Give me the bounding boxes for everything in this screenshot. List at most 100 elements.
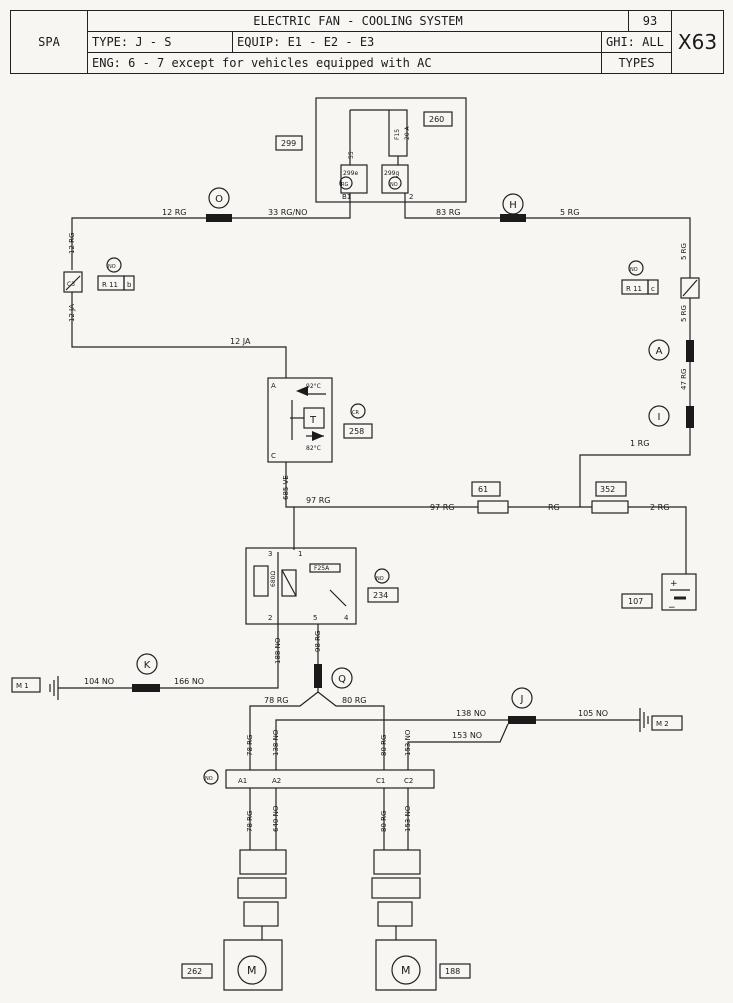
label-box-258 bbox=[343, 423, 373, 439]
label-188: 188 bbox=[445, 967, 460, 976]
label-78-rg-c: 78 RG bbox=[246, 811, 254, 832]
label-no-left: NO bbox=[108, 264, 116, 270]
motor-188-icon bbox=[391, 955, 421, 985]
relay-234 bbox=[245, 547, 357, 625]
label-no-right: NO bbox=[630, 267, 638, 273]
label-92c: 92°C bbox=[306, 383, 321, 390]
ghi-label: GHI: ALL bbox=[606, 35, 664, 49]
label-352: 352 bbox=[600, 485, 615, 494]
label-connector-j: J bbox=[520, 694, 524, 705]
types-label: TYPES bbox=[618, 56, 655, 70]
label-connector-o: O bbox=[215, 194, 223, 205]
label-82c: 82°C bbox=[306, 445, 321, 452]
arrow-right-icon bbox=[312, 431, 324, 441]
connector-o-body bbox=[206, 214, 232, 222]
label-no-relay: NO bbox=[376, 576, 384, 582]
label-640-no: 640 NO bbox=[272, 805, 280, 832]
motor-262-icon bbox=[237, 955, 267, 985]
label-motor-right: M bbox=[401, 964, 411, 977]
connector-block bbox=[225, 769, 435, 789]
label-107: 107 bbox=[628, 597, 643, 606]
label-r11b: R 11 bbox=[102, 281, 118, 289]
wire-2-rg bbox=[628, 506, 687, 574]
label-105-no: 105 NO bbox=[578, 709, 608, 718]
label-680-ohm: 680Ω bbox=[270, 571, 277, 587]
tag-no-left bbox=[106, 257, 122, 273]
wire-5-47-1-rg bbox=[579, 298, 691, 507]
wire-138-105-no bbox=[275, 719, 640, 770]
label-no-block: NO bbox=[205, 776, 213, 782]
label-connector-a: A bbox=[656, 346, 663, 357]
label-12-rg-v: 12 RG bbox=[68, 233, 76, 254]
label-wire-55: 55 bbox=[348, 151, 355, 159]
wire-685-ve bbox=[285, 462, 295, 550]
label-pin-a: A bbox=[271, 382, 276, 390]
connector-k bbox=[136, 653, 158, 675]
label-153-no-c: 153 NO bbox=[404, 805, 412, 832]
label-80-rg-a: 80 RG bbox=[342, 696, 366, 705]
label-262: 262 bbox=[187, 967, 202, 976]
label-c3: C3 bbox=[67, 281, 75, 288]
connector-j-body bbox=[508, 716, 536, 724]
label-80-rg-b: 80 RG bbox=[380, 735, 388, 756]
label-connector-k: K bbox=[144, 660, 151, 671]
label-a2: A2 bbox=[272, 777, 281, 785]
header-table: SPA ELECTRIC FAN - COOLING SYSTEM 93 X63… bbox=[10, 10, 724, 74]
label-pin2: 2 bbox=[409, 193, 413, 201]
label-box-262 bbox=[181, 963, 213, 979]
label-80-rg-c: 80 RG bbox=[380, 811, 388, 832]
terminal-299g-box bbox=[381, 164, 409, 194]
label-no-tag: NO bbox=[390, 182, 398, 188]
label-97-rg-b: 97 RG bbox=[430, 503, 454, 512]
label-47-rg: 47 RG bbox=[680, 369, 688, 390]
types-cell: TYPES bbox=[601, 52, 672, 74]
label-relay-p3: 3 bbox=[268, 550, 272, 558]
label-m2: M 2 bbox=[656, 720, 669, 728]
label-rg-tag: RG bbox=[341, 182, 348, 188]
label-5-rg-c: 5 RG bbox=[680, 305, 688, 322]
label-connector-h: H bbox=[509, 200, 517, 211]
label-box-107 bbox=[621, 593, 653, 609]
label-138-no-a: 138 NO bbox=[456, 709, 486, 718]
type-label: TYPE: J - S bbox=[92, 35, 172, 49]
arrow-left-icon bbox=[296, 386, 308, 396]
label-234: 234 bbox=[373, 591, 388, 600]
equip-label: EQUIP: E1 - E2 - E3 bbox=[237, 35, 375, 49]
label-box-299 bbox=[275, 135, 303, 151]
label-188-no: 188 NO bbox=[274, 637, 282, 664]
label-12-ja-v: 12 JA bbox=[68, 304, 76, 322]
label-138-no-b: 138 NO bbox=[272, 729, 280, 756]
label-relay-p1: 1 bbox=[298, 550, 302, 558]
label-258: 258 bbox=[349, 427, 364, 436]
label-78-rg-a: 78 RG bbox=[264, 696, 288, 705]
label-pin-c: C bbox=[271, 452, 276, 460]
tag-no-right bbox=[628, 260, 644, 276]
tag-no-relay bbox=[374, 568, 390, 584]
label-connector-q: Q bbox=[338, 674, 346, 685]
wire-83-5-rg bbox=[404, 193, 691, 278]
label-20a: 20 A bbox=[404, 125, 411, 140]
label-box-61 bbox=[471, 481, 501, 497]
thermo-switch-258 bbox=[267, 377, 333, 463]
label-b: b bbox=[127, 281, 132, 289]
battery-107 bbox=[661, 573, 697, 611]
connector-j bbox=[511, 687, 533, 709]
eng-label: ENG: 6 - 7 except for vehicles equipped … bbox=[92, 56, 432, 70]
label-r11c: R 11 bbox=[626, 285, 642, 293]
label-box-352 bbox=[595, 481, 627, 497]
connector-q-body bbox=[314, 664, 322, 688]
wire-78-rg bbox=[249, 691, 319, 770]
label-minus: − bbox=[668, 603, 676, 613]
label-box-234 bbox=[367, 587, 399, 603]
label-connector-i: I bbox=[658, 412, 661, 423]
label-c1: C1 bbox=[376, 777, 385, 785]
label-rg-wire: RG bbox=[548, 503, 560, 512]
label-f25a: F25A bbox=[314, 565, 330, 572]
connector-i bbox=[648, 405, 670, 427]
label-m1: M 1 bbox=[16, 682, 29, 690]
label-relay-p5: 5 bbox=[313, 614, 317, 622]
label-b1: B1 bbox=[342, 193, 351, 201]
label-104-no: 104 NO bbox=[84, 677, 114, 686]
label-box-m2 bbox=[651, 715, 683, 731]
label-5-rg-a: 5 RG bbox=[560, 208, 579, 217]
